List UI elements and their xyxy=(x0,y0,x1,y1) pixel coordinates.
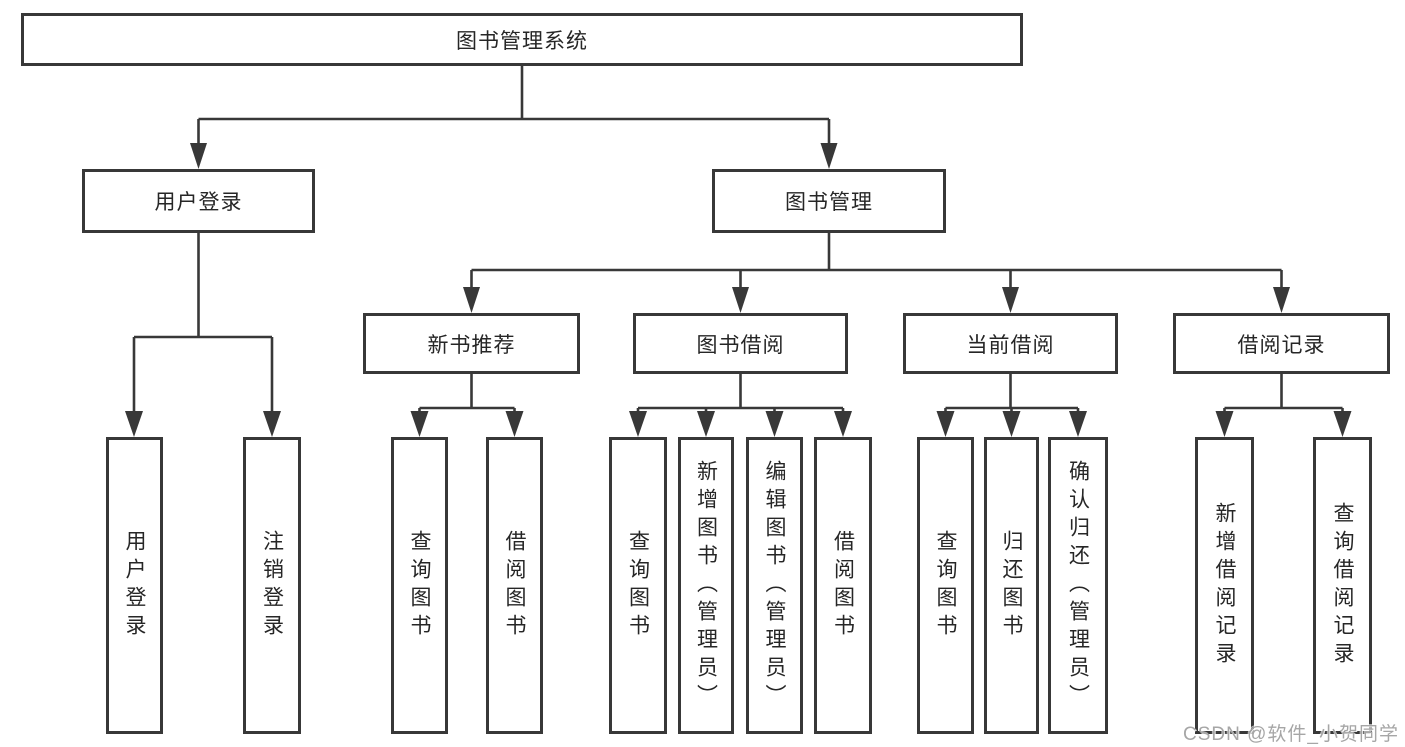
node-root-library-system: 图书管理系统 xyxy=(21,13,1023,66)
leaf-add-book-admin: 新增图书（管理员） xyxy=(678,437,734,734)
node-book-management: 图书管理 xyxy=(712,169,946,233)
connector-new-book-children xyxy=(410,374,524,437)
leaf-add-borrow-record: 新增借阅记录 xyxy=(1195,437,1254,734)
leaf-query-books-borrow: 查询图书 xyxy=(609,437,667,734)
leaf-query-borrow-record: 查询借阅记录 xyxy=(1313,437,1372,734)
connector-current-borrow-children xyxy=(936,374,1087,437)
leaf-user-login: 用户登录 xyxy=(106,437,163,734)
node-current-borrow: 当前借阅 xyxy=(903,313,1118,374)
leaf-logout: 注销登录 xyxy=(243,437,301,734)
leaf-confirm-return-admin: 确认归还（管理员） xyxy=(1048,437,1108,734)
connector-user-login-children xyxy=(125,233,281,437)
leaf-query-books-current: 查询图书 xyxy=(917,437,974,734)
connector-book-mgmt-children xyxy=(463,233,1290,313)
connector-root-to-level2 xyxy=(190,66,838,169)
node-borrow-record: 借阅记录 xyxy=(1173,313,1390,374)
connector-book-borrow-children xyxy=(629,374,852,437)
leaf-query-books-recommend: 查询图书 xyxy=(391,437,448,734)
node-user-login: 用户登录 xyxy=(82,169,315,233)
node-new-book-recommend: 新书推荐 xyxy=(363,313,580,374)
leaf-borrow-books: 借阅图书 xyxy=(814,437,872,734)
connector-borrow-record-children xyxy=(1215,374,1352,437)
node-book-borrow: 图书借阅 xyxy=(633,313,848,374)
leaf-borrow-books-recommend: 借阅图书 xyxy=(486,437,543,734)
leaf-edit-book-admin: 编辑图书（管理员） xyxy=(746,437,803,734)
leaf-return-book: 归还图书 xyxy=(984,437,1039,734)
csdn-watermark: CSDN @软件_小贺同学 xyxy=(1183,724,1399,745)
